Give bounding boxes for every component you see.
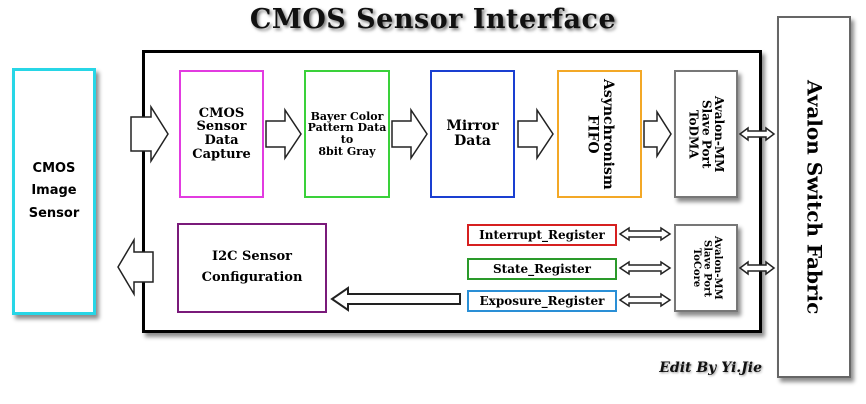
interrupt-register: Interrupt_Register: [467, 224, 617, 246]
slave-port-dma-block: Avalon-MM Slave Port ToDMA: [674, 70, 738, 198]
exposure-register: Exposure_Register: [467, 290, 617, 312]
capture-to-bayer-arrow: [265, 107, 302, 161]
async-fifo-block: Asynchronism FIFO: [557, 70, 642, 198]
data-capture-label: CMOS Sensor Data Capture: [192, 105, 251, 162]
fifo-to-dma-arrow: [643, 109, 672, 159]
state-core-double-arrow: [618, 260, 672, 276]
mirror-data-label: Mirror Data: [446, 118, 499, 149]
sensor-to-capture-arrow: [130, 104, 169, 164]
avalon-switch-fabric-block: Avalon Switch Fabric: [777, 16, 851, 378]
i2c-to-sensor-arrow: [117, 237, 154, 297]
interrupt-core-double-arrow: [618, 226, 672, 242]
exposure-to-i2c-arrow: [330, 286, 461, 312]
avalon-switch-fabric-label: Avalon Switch Fabric: [802, 79, 827, 315]
mirror-to-fifo-arrow: [517, 107, 554, 161]
exposure-register-label: Exposure_Register: [479, 293, 605, 308]
slave-port-core-label: Avalon-MM Slave Port ToCore: [690, 236, 723, 300]
interrupt-register-label: Interrupt_Register: [479, 227, 605, 242]
slave-port-dma-label: Avalon-MM Slave Port ToDMA: [686, 95, 726, 173]
slave-port-core-block: Avalon-MM Slave Port ToCore: [674, 224, 738, 312]
core-fabric-double-arrow: [738, 260, 776, 276]
mirror-data-block: Mirror Data: [430, 70, 515, 198]
data-capture-block: CMOS Sensor Data Capture: [179, 70, 264, 198]
async-fifo-label: Asynchronism FIFO: [584, 78, 616, 190]
cmos-image-sensor-block: CMOS Image Sensor: [12, 68, 96, 315]
i2c-configuration-label: I2C Sensor Configuration: [201, 249, 303, 285]
cmos-image-sensor-label: CMOS Image Sensor: [28, 161, 80, 221]
bayer-conversion-label: Bayer Color Pattern Data to 8bit Gray: [307, 109, 387, 158]
exposure-core-double-arrow: [618, 292, 672, 308]
bayer-conversion-block: Bayer Color Pattern Data to 8bit Gray: [304, 70, 390, 198]
diagram-title: CMOS Sensor Interface: [249, 4, 617, 35]
dma-fabric-double-arrow: [738, 126, 776, 142]
i2c-configuration-block: I2C Sensor Configuration: [177, 223, 327, 313]
state-register-label: State_Register: [493, 261, 591, 276]
author-credit: Edit By Yi.Jie: [659, 360, 762, 376]
bayer-to-mirror-arrow: [391, 107, 428, 161]
state-register: State_Register: [467, 258, 617, 280]
